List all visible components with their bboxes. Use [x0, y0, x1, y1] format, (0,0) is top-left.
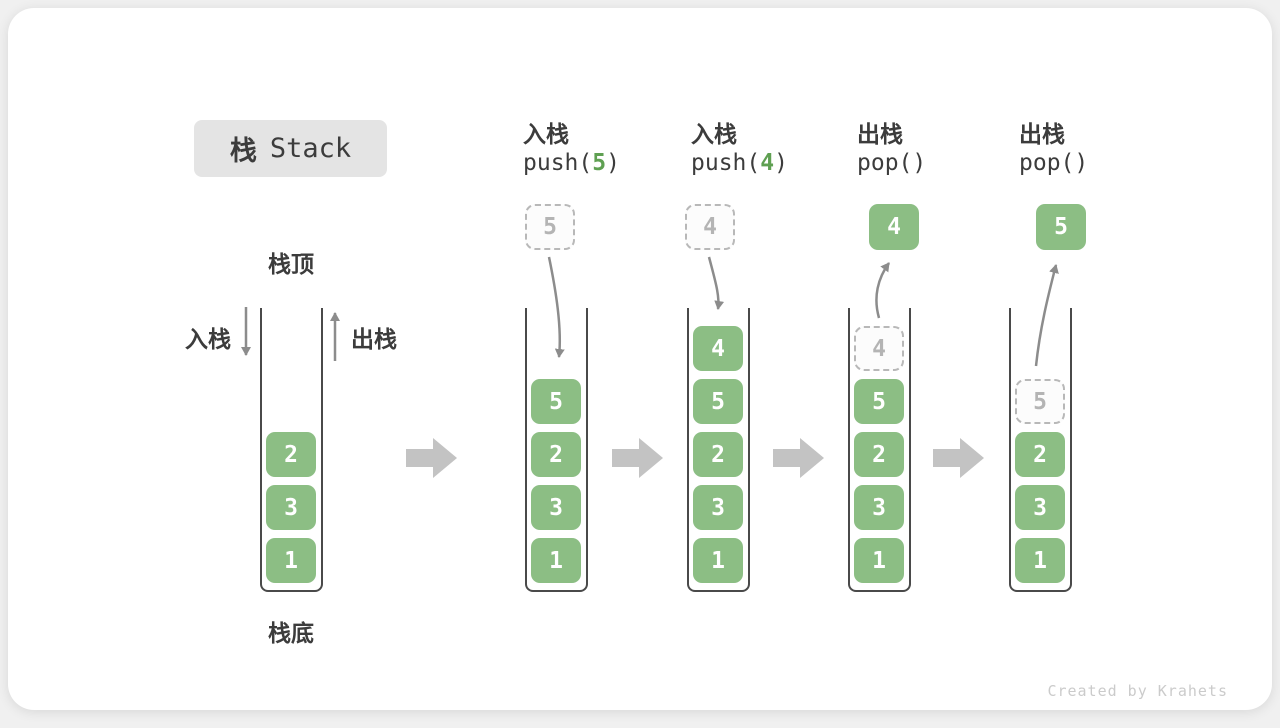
next-step-arrow-icon [773, 438, 824, 478]
code-post: ) [912, 150, 927, 176]
op-label-stage3: 出栈 [857, 122, 903, 148]
op-label-stage4: 出栈 [1019, 122, 1065, 148]
float-dashed-box-stage1: 5 [525, 204, 575, 250]
stack-top-label: 栈顶 [268, 252, 314, 278]
float-popped-box-stage4: 5 [1036, 204, 1086, 250]
float-popped-box-stage3: 4 [869, 204, 919, 250]
op-code-stage1: push(5) [523, 150, 620, 176]
code-pre: pop( [1019, 150, 1075, 176]
stack-block: 3 [1015, 485, 1065, 530]
op-label-stage2: 入栈 [691, 122, 737, 148]
stack-block: 3 [854, 485, 904, 530]
stack-block: 5 [854, 379, 904, 424]
push-arrow-stage2-icon [707, 256, 725, 310]
next-step-arrow-icon [933, 438, 984, 478]
arrows-overlay [241, 256, 1059, 478]
pop-side-label: 出栈 [351, 327, 397, 353]
next-step-arrow-icon [406, 438, 457, 478]
stack-block: 5 [693, 379, 743, 424]
stack-block: 2 [266, 432, 316, 477]
code-pre: push( [523, 150, 593, 176]
code-arg: 5 [592, 150, 607, 176]
op-code-stage4: pop() [1019, 150, 1088, 176]
stack-block: 2 [693, 432, 743, 477]
stack-block: 1 [854, 538, 904, 583]
float-dashed-box-stage2: 4 [685, 204, 735, 250]
stack-bottom-label: 栈底 [268, 621, 314, 647]
title-badge: 栈 Stack [194, 120, 387, 177]
title-en: Stack [269, 133, 352, 164]
stack-block: 1 [531, 538, 581, 583]
stack-block: 3 [531, 485, 581, 530]
code-pre: pop( [857, 150, 913, 176]
ghost-slot-stage3: 4 [854, 326, 904, 371]
next-step-arrow-icon [612, 438, 663, 478]
stack-block: 2 [854, 432, 904, 477]
stack-block: 1 [693, 538, 743, 583]
code-post: ) [774, 150, 788, 176]
stack-block: 2 [1015, 432, 1065, 477]
ghost-slot-stage4: 5 [1015, 379, 1065, 424]
op-code-stage3: pop() [857, 150, 926, 176]
code-pre: push( [691, 150, 761, 176]
stack-block: 3 [693, 485, 743, 530]
op-label-stage1: 入栈 [523, 122, 569, 148]
stack-block: 2 [531, 432, 581, 477]
title-zh: 栈 [229, 136, 257, 167]
stack-block: 5 [531, 379, 581, 424]
stack-block: 4 [693, 326, 743, 371]
code-post: ) [1074, 150, 1089, 176]
figure-card: 栈 Stack 栈顶 栈底 入栈 出栈 入栈 push(5) 入栈 push(4… [8, 8, 1272, 710]
code-post: ) [606, 150, 620, 176]
stack-block: 1 [266, 538, 316, 583]
watermark: Created by Krahets [1047, 682, 1228, 700]
push-side-label: 入栈 [185, 327, 231, 353]
code-arg: 4 [760, 150, 775, 176]
stack-block: 1 [1015, 538, 1065, 583]
stack-block: 3 [266, 485, 316, 530]
op-code-stage2: push(4) [691, 150, 788, 176]
